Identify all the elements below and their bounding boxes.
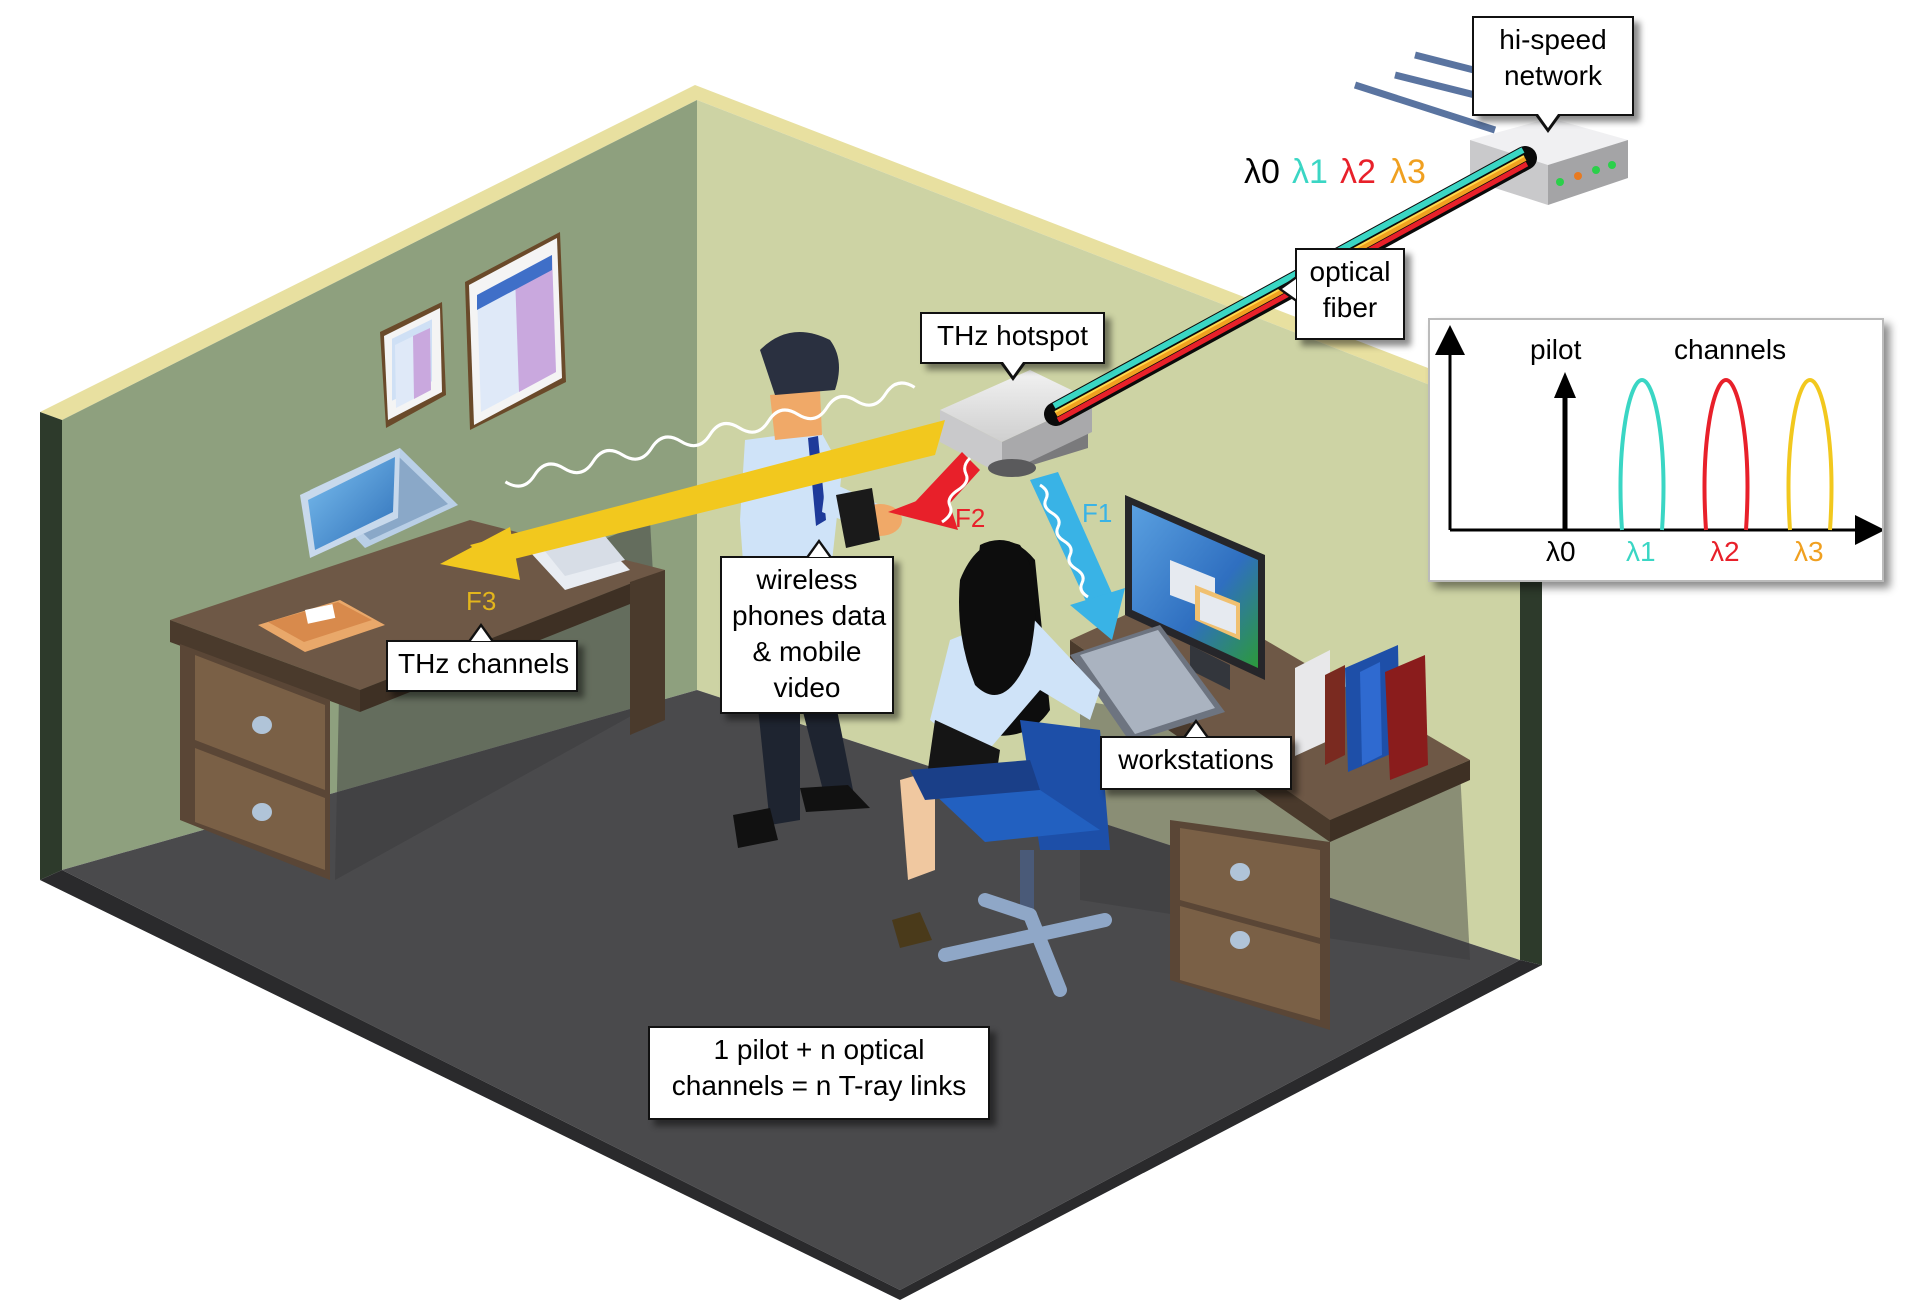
wavelength-label-3: λ3: [1390, 153, 1426, 191]
link-label-f1: F1: [1082, 498, 1113, 528]
spectrum-plot: [1435, 325, 1882, 545]
summary-callout-line-1: 1 pilot + n optical: [713, 1034, 925, 1065]
spectrum-inset: pilot channels λ0 λ1 λ2 λ3: [1428, 318, 1884, 582]
spectrum-channels-label: channels: [1674, 334, 1787, 365]
spectrum-tick-lambda1: λ1: [1626, 536, 1656, 567]
spectrum-tick-lambda3: λ3: [1794, 536, 1824, 567]
thz-channels-callout-text: THz channels: [398, 648, 570, 679]
network-callout-pointer-fill: [1538, 114, 1558, 128]
phones-callout-line-3: & mobile: [752, 636, 862, 667]
summary-callout-line-2: channels = n T-ray links: [671, 1070, 967, 1101]
phones-callout-line-4: video: [773, 672, 841, 703]
spectrum-tick-lambda0: λ0: [1546, 536, 1576, 567]
pilot-arrow-head: [1554, 372, 1576, 398]
phones-callout-line-1: wireless: [756, 564, 858, 595]
hotspot-callout-text: THz hotspot: [937, 320, 1088, 351]
fiber-callout-line-2: fiber: [1322, 292, 1378, 323]
office-chair: [910, 720, 1112, 997]
wavelength-label-2: λ2: [1340, 153, 1376, 191]
thz-channels-callout: THz channels: [386, 640, 578, 692]
summary-callout: 1 pilot + n optical channels = n T-ray l…: [648, 1026, 990, 1120]
seated-woman: [892, 540, 1100, 948]
channel-lambda2-peak: [1702, 377, 1750, 531]
thz-channels-callout-pointer-fill: [471, 627, 491, 641]
wall-posters: [380, 232, 566, 430]
workstations-callout: workstations: [1100, 736, 1292, 790]
spectrum-tick-lambda2: λ2: [1710, 536, 1740, 567]
link-f1-beam: [1030, 472, 1125, 640]
fiber-callout-line-1: optical: [1309, 256, 1391, 287]
wavelength-label-1: λ1: [1292, 153, 1328, 191]
laptop: [300, 448, 458, 558]
fiber-callout: optical fiber: [1295, 248, 1405, 340]
network-callout-line-2: network: [1503, 60, 1603, 91]
link-label-f3: F3: [466, 586, 497, 616]
spectrum-pilot-label: pilot: [1530, 334, 1582, 365]
floor: [62, 690, 1520, 1290]
phones-callout-pointer-fill: [809, 543, 829, 557]
fiber-callout-pointer-fill: [1282, 279, 1296, 299]
network-callout: hi-speed network: [1472, 16, 1634, 116]
workstations-callout-pointer-fill: [1186, 723, 1206, 737]
workstations-callout-text: workstations: [1118, 744, 1274, 775]
link-f2-beam: [888, 452, 980, 530]
desktop-monitor: [1070, 495, 1265, 742]
phones-callout: wireless phones data & mobile video: [720, 556, 894, 714]
hotspot-callout: THz hotspot: [920, 312, 1105, 364]
hotspot-callout-pointer-fill: [1003, 362, 1023, 376]
books: [1295, 645, 1428, 780]
link-label-f2: F2: [955, 503, 986, 533]
channel-lambda3-peak: [1786, 377, 1834, 531]
channel-lambda1-peak: [1618, 377, 1666, 531]
phones-callout-line-2: phones data: [732, 600, 887, 631]
link-f3-beam: [440, 381, 945, 580]
wavelength-label-0: λ0: [1244, 153, 1280, 191]
network-callout-line-1: hi-speed: [1499, 24, 1607, 55]
